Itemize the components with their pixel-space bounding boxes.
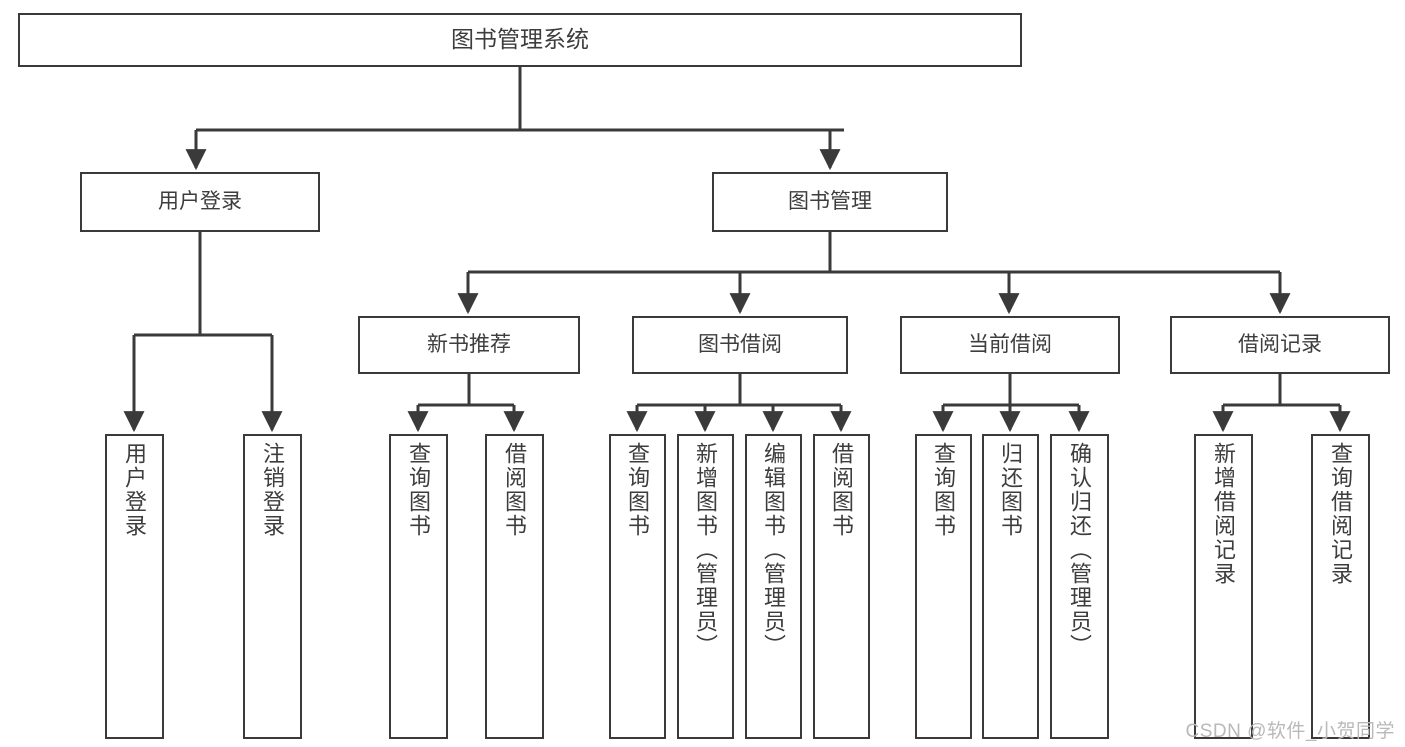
leaf-query-book-2-label: 查询图书 xyxy=(625,442,651,538)
leaf-user-login-label: 用户登录 xyxy=(122,442,148,538)
leaf-add-book[interactable]: 新增图书（管理员） xyxy=(677,434,734,739)
leaf-borrow-book-1[interactable]: 借阅图书 xyxy=(485,434,544,739)
node-user-login-label: 用户登录 xyxy=(158,189,242,213)
node-borrow-record[interactable]: 借阅记录 xyxy=(1170,316,1390,374)
leaf-edit-book[interactable]: 编辑图书（管理员） xyxy=(745,434,802,739)
leaf-query-book-3-label: 查询图书 xyxy=(931,442,957,538)
node-current-borrow[interactable]: 当前借阅 xyxy=(900,316,1120,374)
leaf-query-record[interactable]: 查询借阅记录 xyxy=(1311,434,1370,739)
leaf-logout[interactable]: 注销登录 xyxy=(243,434,302,739)
leaf-query-book-2[interactable]: 查询图书 xyxy=(609,434,666,739)
node-book-management[interactable]: 图书管理 xyxy=(712,172,948,232)
leaf-query-book-1-label: 查询图书 xyxy=(406,442,432,538)
leaf-query-book-1[interactable]: 查询图书 xyxy=(389,434,448,739)
leaf-logout-label: 注销登录 xyxy=(260,442,286,538)
leaf-return-book-label: 归还图书 xyxy=(998,442,1024,538)
node-root[interactable]: 图书管理系统 xyxy=(18,13,1022,67)
leaf-edit-book-label: 编辑图书（管理员） xyxy=(761,442,787,658)
node-current-borrow-label: 当前借阅 xyxy=(968,332,1052,356)
leaf-add-record-label: 新增借阅记录 xyxy=(1211,442,1237,586)
leaf-confirm-return-label: 确认归还（管理员） xyxy=(1067,442,1093,658)
node-book-borrow-label: 图书借阅 xyxy=(698,332,782,356)
leaf-confirm-return[interactable]: 确认归还（管理员） xyxy=(1050,434,1109,739)
leaf-borrow-book-1-label: 借阅图书 xyxy=(502,442,528,538)
leaf-add-record[interactable]: 新增借阅记录 xyxy=(1194,434,1253,739)
node-book-management-label: 图书管理 xyxy=(788,189,872,213)
leaf-add-book-label: 新增图书（管理员） xyxy=(693,442,719,658)
node-new-book-recommend[interactable]: 新书推荐 xyxy=(358,316,580,374)
leaf-return-book[interactable]: 归还图书 xyxy=(982,434,1039,739)
leaf-query-book-3[interactable]: 查询图书 xyxy=(915,434,972,739)
node-book-borrow[interactable]: 图书借阅 xyxy=(632,316,848,374)
node-borrow-record-label: 借阅记录 xyxy=(1238,332,1322,356)
node-root-label: 图书管理系统 xyxy=(451,26,589,53)
node-new-book-recommend-label: 新书推荐 xyxy=(427,332,511,356)
leaf-user-login[interactable]: 用户登录 xyxy=(105,434,164,739)
leaf-query-record-label: 查询借阅记录 xyxy=(1328,442,1354,586)
node-user-login[interactable]: 用户登录 xyxy=(80,172,320,232)
leaf-borrow-book-2[interactable]: 借阅图书 xyxy=(813,434,870,739)
watermark: CSDN @软件_小贺同学 xyxy=(1185,721,1395,742)
leaf-borrow-book-2-label: 借阅图书 xyxy=(829,442,855,538)
